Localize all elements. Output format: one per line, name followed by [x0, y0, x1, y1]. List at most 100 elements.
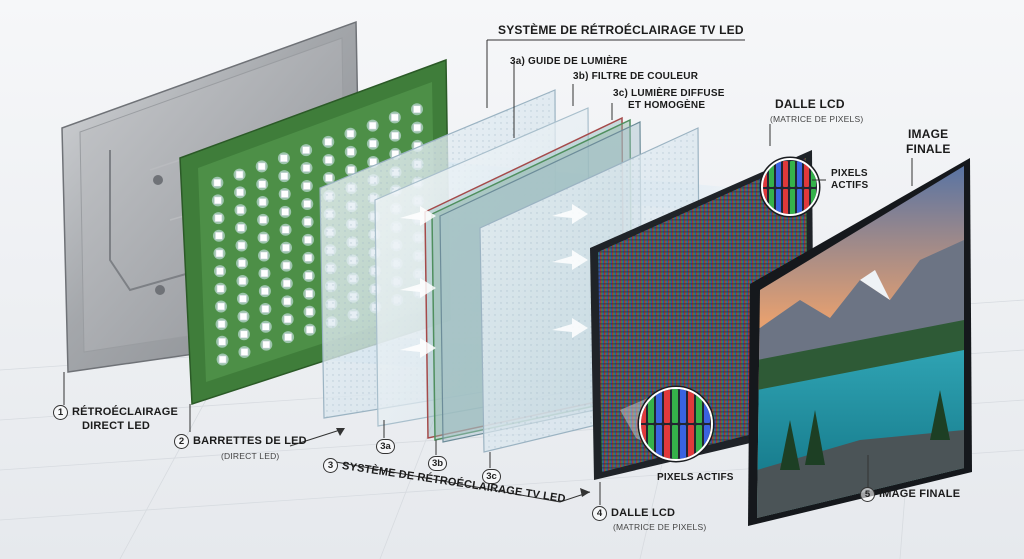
led-chip	[259, 233, 268, 242]
badge-5: 5	[860, 487, 875, 502]
label-2-subtitle: (DIRECT LED)	[221, 451, 280, 461]
light-arrows	[400, 204, 588, 358]
label-active-pixels-line1: PIXELS	[831, 168, 868, 179]
led-chip	[413, 123, 422, 132]
subpixel-bar	[680, 425, 686, 459]
led-chip	[260, 269, 269, 278]
led-chip	[262, 340, 271, 349]
led-chip	[261, 305, 270, 313]
led-chip	[304, 236, 312, 244]
led-chip	[306, 325, 314, 334]
leader-arrowheads	[336, 428, 590, 497]
led-chip	[413, 105, 421, 114]
label-5: IMAGE FINALE	[879, 488, 961, 500]
led-chip	[302, 164, 311, 172]
led-chip	[282, 261, 291, 270]
label-3c-diffuse-line1: 3c) LUMIÈRE DIFFUSE	[613, 88, 725, 99]
led-chip	[215, 249, 224, 258]
layer-final-image	[748, 158, 972, 526]
led-chip	[218, 355, 227, 364]
subpixel-bar	[776, 161, 781, 187]
led-chip	[262, 322, 270, 331]
led-chip	[324, 156, 333, 164]
led-chip	[368, 121, 377, 130]
subpixel-bar	[656, 389, 662, 423]
led-chip	[303, 182, 311, 190]
led-chip	[239, 294, 247, 303]
led-chip	[303, 218, 312, 226]
led-chip	[238, 259, 246, 268]
subpixel-bar	[688, 425, 694, 459]
led-chip	[260, 251, 268, 260]
led-chip	[239, 312, 248, 321]
led-chip	[283, 279, 291, 288]
diagram-title: SYSTÈME DE RÉTROÉCLAIRAGE TV LED	[498, 23, 744, 37]
led-chip	[302, 146, 310, 154]
subpixel-bar	[804, 161, 809, 187]
led-chip	[217, 320, 226, 328]
label-4-subtitle: (MATRICE DE PIXELS)	[613, 522, 707, 532]
label-3b-color-filter: 3b) FILTRE DE COULEUR	[573, 71, 699, 82]
led-chip	[391, 113, 399, 122]
subpixel-bar	[656, 425, 662, 459]
led-chip	[258, 198, 267, 206]
subpixel-bar	[672, 389, 678, 423]
subpixel-bar	[783, 161, 788, 187]
subpixel-bar	[783, 189, 788, 214]
pixel-magnifier-top	[759, 156, 821, 218]
led-chip	[215, 231, 223, 240]
led-chip	[283, 315, 292, 324]
led-chip	[304, 254, 313, 262]
label-2: BARRETTES DE LED	[193, 435, 307, 447]
badge-1: 1	[53, 405, 68, 420]
led-chip	[235, 170, 244, 179]
badge-2: 2	[174, 434, 189, 449]
led-chip	[346, 148, 355, 156]
led-chip	[237, 241, 246, 250]
led-chip	[218, 337, 226, 346]
led-chip	[280, 154, 288, 163]
label-4: DALLE LCD	[611, 507, 676, 519]
led-chip	[346, 129, 355, 138]
led-chip	[258, 180, 266, 189]
led-chip	[259, 216, 267, 224]
label-1-line2: DIRECT LED	[82, 420, 150, 432]
badge-4: 4	[592, 506, 607, 521]
subpixel-bar	[797, 161, 802, 187]
led-chip	[281, 226, 290, 234]
led-chip	[283, 297, 292, 306]
led-chip	[237, 224, 245, 232]
label-active-pixels-line2: ACTIFS	[831, 180, 869, 191]
subpixel-bar	[776, 189, 781, 214]
led-chip	[305, 289, 313, 298]
subpixel-bar	[672, 425, 678, 459]
led-chip	[305, 307, 314, 316]
led-chip	[304, 272, 313, 280]
led-chip	[282, 243, 290, 252]
led-chip	[261, 287, 269, 295]
tag-3b: 3b	[428, 456, 447, 471]
label-3a-light-guide: 3a) GUIDE DE LUMIÈRE	[510, 56, 628, 67]
led-chip	[236, 206, 245, 214]
led-chip	[213, 178, 222, 187]
tag-3a: 3a	[376, 439, 395, 454]
led-chip	[216, 267, 224, 275]
led-chip	[240, 330, 248, 339]
subpixel-bar	[790, 189, 795, 214]
label-final-image-line2: FINALE	[906, 142, 951, 156]
label-active-pixels-bottom: PIXELS ACTIFS	[657, 472, 734, 483]
led-chip	[280, 190, 289, 198]
tag-3c: 3c	[482, 469, 501, 484]
led-chip	[284, 333, 292, 341]
pixel-magnifier-bottom	[620, 385, 715, 463]
subpixel-bar	[664, 389, 670, 423]
subpixel-bar	[790, 161, 795, 187]
led-chip	[347, 166, 355, 174]
led-chip	[240, 348, 249, 356]
label-1-line1: RÉTROÉCLAIRAGE	[72, 406, 179, 418]
led-chip	[238, 277, 247, 285]
subpixel-bar	[688, 389, 694, 423]
led-chip	[391, 131, 399, 140]
led-chip	[257, 162, 266, 171]
